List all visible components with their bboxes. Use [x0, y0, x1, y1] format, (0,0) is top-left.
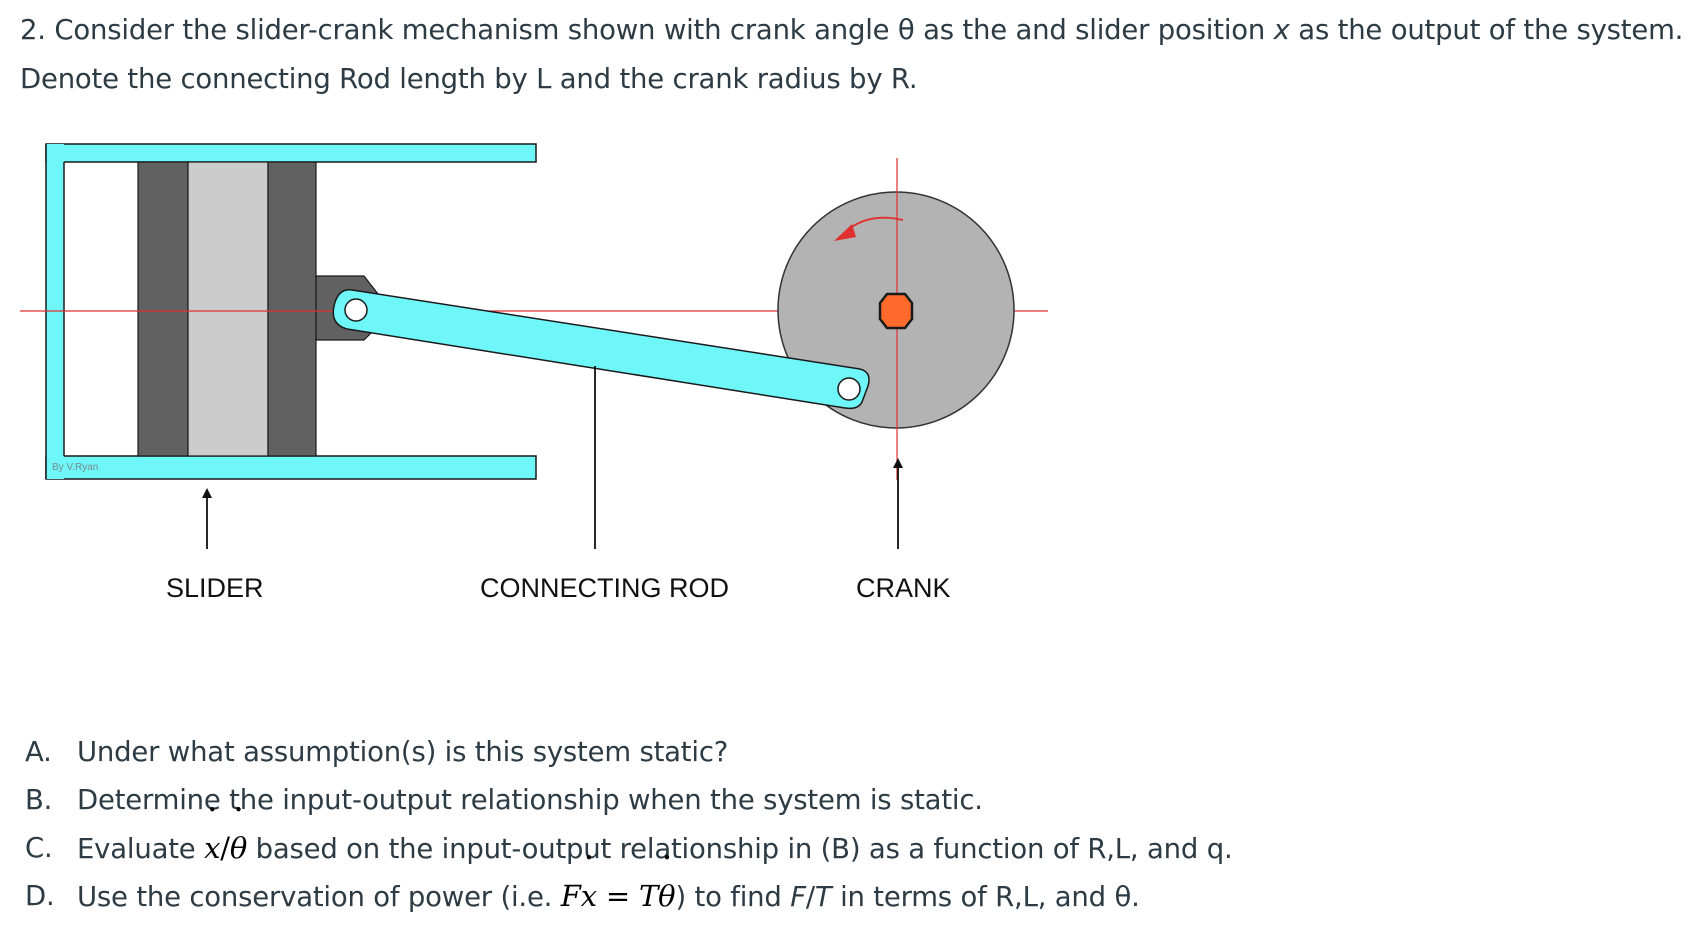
sub-question-c: C. Evaluate x/θ based on the input-outpu… [25, 824, 1233, 872]
sub-question-text-pre: Use the conservation of power (i.e. [77, 881, 553, 913]
sub-question-letter: C. [25, 832, 53, 864]
sub-question-letter: B. [25, 784, 53, 816]
rotation-arrow-icon [834, 216, 904, 241]
crank-center-pin [878, 292, 914, 330]
question-text-part-1: Consider the slider-crank mechanism show… [54, 14, 890, 46]
theta-symbol: θ [1114, 881, 1132, 913]
diagram-credit: By V.Ryan [52, 462, 98, 473]
sub-question-list: A. Under what assumption(s) is this syst… [25, 728, 1233, 920]
sub-question-text: Under what assumption(s) is this system … [77, 736, 729, 768]
sub-question-b: B. Determine the input-output relationsh… [25, 776, 1233, 824]
crank-label: CRANK [856, 573, 951, 603]
torque-symbol: T [814, 881, 832, 913]
eq-theta-dot: θ [658, 872, 675, 920]
slider-label: SLIDER [166, 573, 264, 603]
crank-pin [837, 377, 861, 401]
crank-pointer-arrow-icon [893, 458, 903, 549]
sub-question-text-end: in terms of R,L, and [840, 881, 1106, 913]
x-dot: x [204, 824, 220, 872]
sub-question-d: D. Use the conservation of power (i.e. F… [25, 872, 1233, 920]
period: . [1131, 881, 1140, 913]
ratio-slash: / [805, 881, 815, 913]
sub-question-letter: D. [25, 880, 55, 912]
question-number: 2. [20, 14, 46, 46]
ratio-expression: x/θ [204, 831, 247, 865]
force-symbol: F [790, 881, 806, 913]
power-equation: Fx = Tθ [561, 879, 676, 913]
ratio-slash: / [220, 831, 230, 865]
connecting-rod-label: CONNECTING ROD [480, 573, 729, 603]
sub-question-text: Determine the input-output relationship … [77, 784, 983, 816]
sub-question-a: A. Under what assumption(s) is this syst… [25, 728, 1233, 776]
slider-crank-diagram: By V.Ryan SLIDER CONNECTING ROD CRANK [20, 143, 1048, 603]
theta-dot: θ [230, 824, 247, 872]
eq-force: F [560, 879, 581, 913]
question-line-1: 2. Consider the slider-crank mechanism s… [20, 14, 1683, 46]
wrist-pin [344, 298, 368, 322]
sub-question-text-post: based on the input-output relationship i… [255, 833, 1233, 865]
slider-pointer-arrow-icon [202, 488, 212, 549]
x-variable: x [1273, 14, 1290, 46]
sub-question-letter: A. [25, 736, 52, 768]
question-text-part-3: as the output of the system. [1298, 14, 1684, 46]
eq-torque: T [639, 879, 659, 913]
sub-question-text-pre: Evaluate [77, 833, 196, 865]
sub-question-text-post: ) to find [675, 881, 782, 913]
connecting-rod [332, 289, 870, 410]
theta-symbol: θ [897, 14, 915, 46]
eq-equals: = [605, 879, 630, 913]
eq-x-dot: x [581, 872, 597, 920]
question-text-part-2: as the and slider position [923, 14, 1266, 46]
question-line-2: Denote the connecting Rod length by L an… [20, 63, 918, 95]
